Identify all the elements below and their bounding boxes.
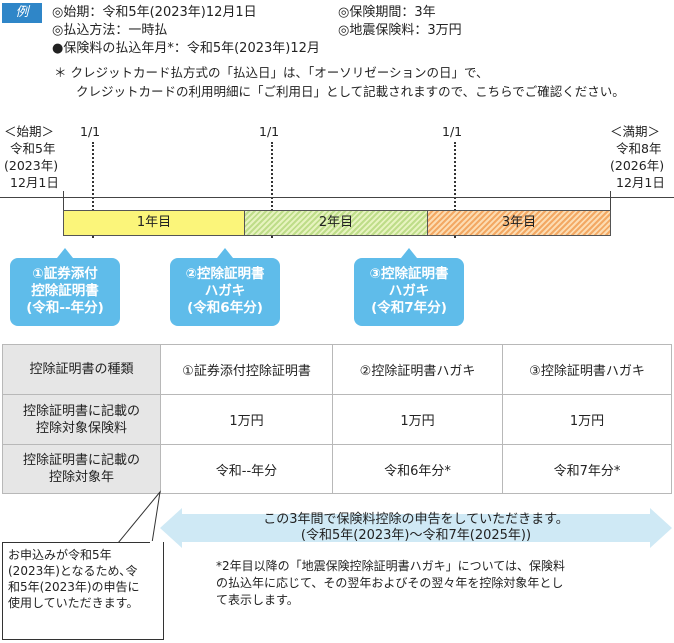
callout-line3: (令和6年分) <box>187 300 263 316</box>
table-header-label: 控除証明書の種類 <box>2 344 161 395</box>
certificate-table: 控除証明書の種類 ①証券添付控除証明書 ②控除証明書ハガキ ③控除証明書ハガキ … <box>2 344 672 494</box>
speech-bubble-tail <box>116 490 161 544</box>
jan1-mark-2: 1/1 <box>259 124 280 139</box>
credit-card-note-line2: クレジットカードの利用明細に「ご利用日」として記載されますので、こちらでご確認く… <box>76 84 625 99</box>
jan1-mark-1: 1/1 <box>80 124 101 139</box>
jan1-dotted-line-2 <box>271 142 273 238</box>
callout-postcard-r7: ③控除証明書 ハガキ (令和7年分) <box>354 248 464 326</box>
speech-line2: (2023年)となるため､令 <box>8 564 138 578</box>
timeline-axis <box>0 197 674 198</box>
credit-card-note-line1: ＊ クレジットカード払方式の「払込日」は、「オーソリゼーションの日」で、 <box>54 65 489 80</box>
start-era: 令和5年 <box>10 141 56 156</box>
footnote-line1: *2年目以降の「地震保険控除証明書ハガキ」については、保険料 <box>216 559 566 573</box>
footnote-line3: て表示します。 <box>216 593 299 607</box>
year2-bar: 2年目 <box>244 210 428 236</box>
callout-line2: ハガキ <box>388 283 430 299</box>
row-label-line1: 控除証明書に記載の <box>22 453 140 468</box>
callout-line3: (令和7年分) <box>371 300 447 316</box>
table-cell: 1万円 <box>502 394 672 445</box>
arrow-banner-line2: (令和5年(2023年)〜令和7年(2025年)) <box>300 528 532 543</box>
end-date: 12月1日 <box>616 175 665 190</box>
callout-line2: ハガキ <box>204 283 246 299</box>
row-label-line1: 控除証明書に記載の <box>22 403 140 419</box>
table-column-header: ③控除証明書ハガキ <box>502 344 672 395</box>
table-row: 控除証明書に記載の 控除対象保険料 1万円 1万円 1万円 <box>2 394 672 445</box>
start-date-info: ◎始期：令和5年(2023年)12月1日 <box>52 5 257 20</box>
start-tick <box>63 191 64 211</box>
payment-year-info: ●保険料の払込年月*：令和5年(2023年)12月 <box>52 41 320 56</box>
row-label-line2: 控除対象年 <box>48 470 114 485</box>
row-label: 控除証明書に記載の 控除対象年 <box>2 444 161 494</box>
speech-line1: お申込みが令和5年 <box>8 548 112 562</box>
table-column-header: ①証券添付控除証明書 <box>160 344 333 395</box>
payment-method-info: ◎払込方法：一時払 <box>52 23 168 38</box>
callout-policy-certificate: ①証券添付 控除証明書 (令和--年分) <box>10 248 120 326</box>
speech-line4: 使用していただきます。 <box>8 596 139 610</box>
table-header-row: 控除証明書の種類 ①証券添付控除証明書 ②控除証明書ハガキ ③控除証明書ハガキ <box>2 344 672 395</box>
table-cell: 令和--年分 <box>160 444 333 494</box>
jan1-mark-3: 1/1 <box>442 124 463 139</box>
footnote-line2: の払込年に応じて、その翌年およびその翌々年を控除対象年とし <box>216 576 564 590</box>
three-year-arrow-banner: この3年間で保険料控除の申告をしていただきます。 (令和5年(2023年)〜令和… <box>160 508 672 548</box>
row-label: 控除証明書に記載の 控除対象保険料 <box>2 394 161 445</box>
year3-bar: 3年目 <box>427 210 611 236</box>
arrow-banner-line1: この3年間で保険料控除の申告をしていただきます。 <box>263 512 569 527</box>
row-label-line2: 控除対象保険料 <box>35 420 127 436</box>
callout-line3: (令和--年分) <box>26 300 104 316</box>
callout-line1: ③控除証明書 <box>369 266 449 282</box>
double-arrow-icon <box>160 508 672 548</box>
start-title: ＜始期＞ <box>4 124 55 139</box>
callout-line1: ②控除証明書 <box>185 266 265 282</box>
callout-line1: ①証券添付 <box>32 266 98 282</box>
start-year: (2023年) <box>4 158 59 173</box>
callout-line2: 控除証明書 <box>31 283 99 299</box>
table-row: 控除証明書に記載の 控除対象年 令和--年分 令和6年分* 令和7年分* <box>2 444 672 494</box>
table-cell: 令和7年分* <box>502 444 672 494</box>
jan1-dotted-line-1 <box>92 142 94 238</box>
callout-postcard-r6: ②控除証明書 ハガキ (令和6年分) <box>170 248 280 326</box>
end-era: 令和8年 <box>616 141 662 156</box>
table-cell: 1万円 <box>160 394 333 445</box>
end-title: ＜満期＞ <box>610 124 661 139</box>
table-cell: 令和6年分* <box>332 444 503 494</box>
start-date: 12月1日 <box>10 175 59 190</box>
jan1-dotted-line-3 <box>454 142 456 238</box>
table-column-header: ②控除証明書ハガキ <box>332 344 503 395</box>
speech-bubble: お申込みが令和5年 (2023年)となるため､令 和5年(2023年)の申告に … <box>2 542 164 640</box>
earthquake-premium-info: ◎地震保険料：3万円 <box>338 23 462 38</box>
table-cell: 1万円 <box>332 394 503 445</box>
end-year: (2026年) <box>610 158 665 173</box>
speech-line3: 和5年(2023年)の申告に <box>8 580 140 594</box>
speech-tail-join <box>150 541 163 544</box>
year1-bar: 1年目 <box>63 210 245 236</box>
end-tick <box>610 191 611 211</box>
example-badge: 例 <box>2 3 42 23</box>
insurance-period-info: ◎保険期間：3年 <box>338 5 436 20</box>
